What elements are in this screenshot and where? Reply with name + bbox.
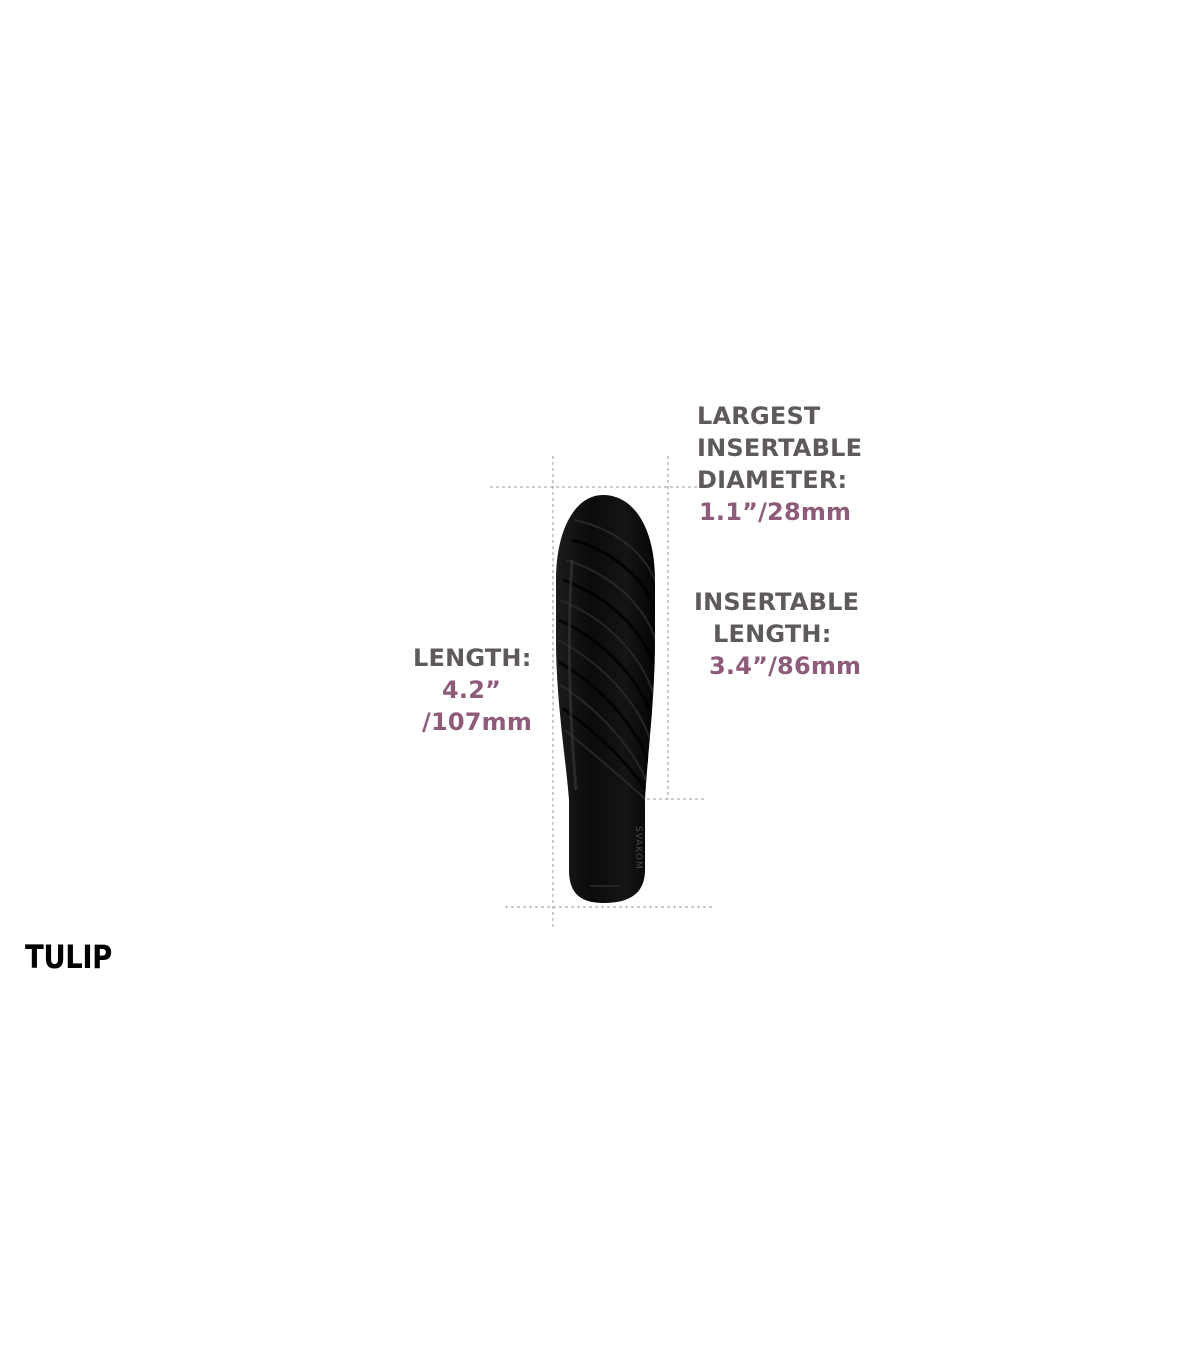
diameter-callout: LARGEST INSERTABLE DIAMETER: 1.1”/28mm bbox=[697, 400, 862, 528]
guide-lines bbox=[490, 456, 712, 928]
vibrator-body: SVAKOM bbox=[556, 495, 655, 903]
length-label: LENGTH: bbox=[413, 644, 532, 672]
length-callout: LENGTH: 4.2” /107mm bbox=[413, 642, 532, 738]
diameter-label-line-1: LARGEST bbox=[697, 402, 821, 430]
insertable-length-label-line-2: LENGTH: bbox=[713, 620, 832, 648]
insertable-length-callout: INSERTABLE LENGTH: 3.4”/86mm bbox=[694, 586, 861, 682]
insertable-length-label-line-1: INSERTABLE bbox=[694, 588, 860, 616]
diameter-label-line-3: DIAMETER: bbox=[697, 466, 848, 494]
product-name: TULIP bbox=[25, 938, 112, 976]
diameter-label-line-2: INSERTABLE bbox=[697, 434, 863, 462]
insertable-length-value: 3.4”/86mm bbox=[709, 652, 862, 680]
length-value-line-1: 4.2” bbox=[442, 676, 502, 704]
diameter-value: 1.1”/28mm bbox=[699, 498, 852, 526]
brand-mark: SVAKOM bbox=[633, 826, 643, 870]
length-value-line-2: /107mm bbox=[422, 708, 533, 736]
